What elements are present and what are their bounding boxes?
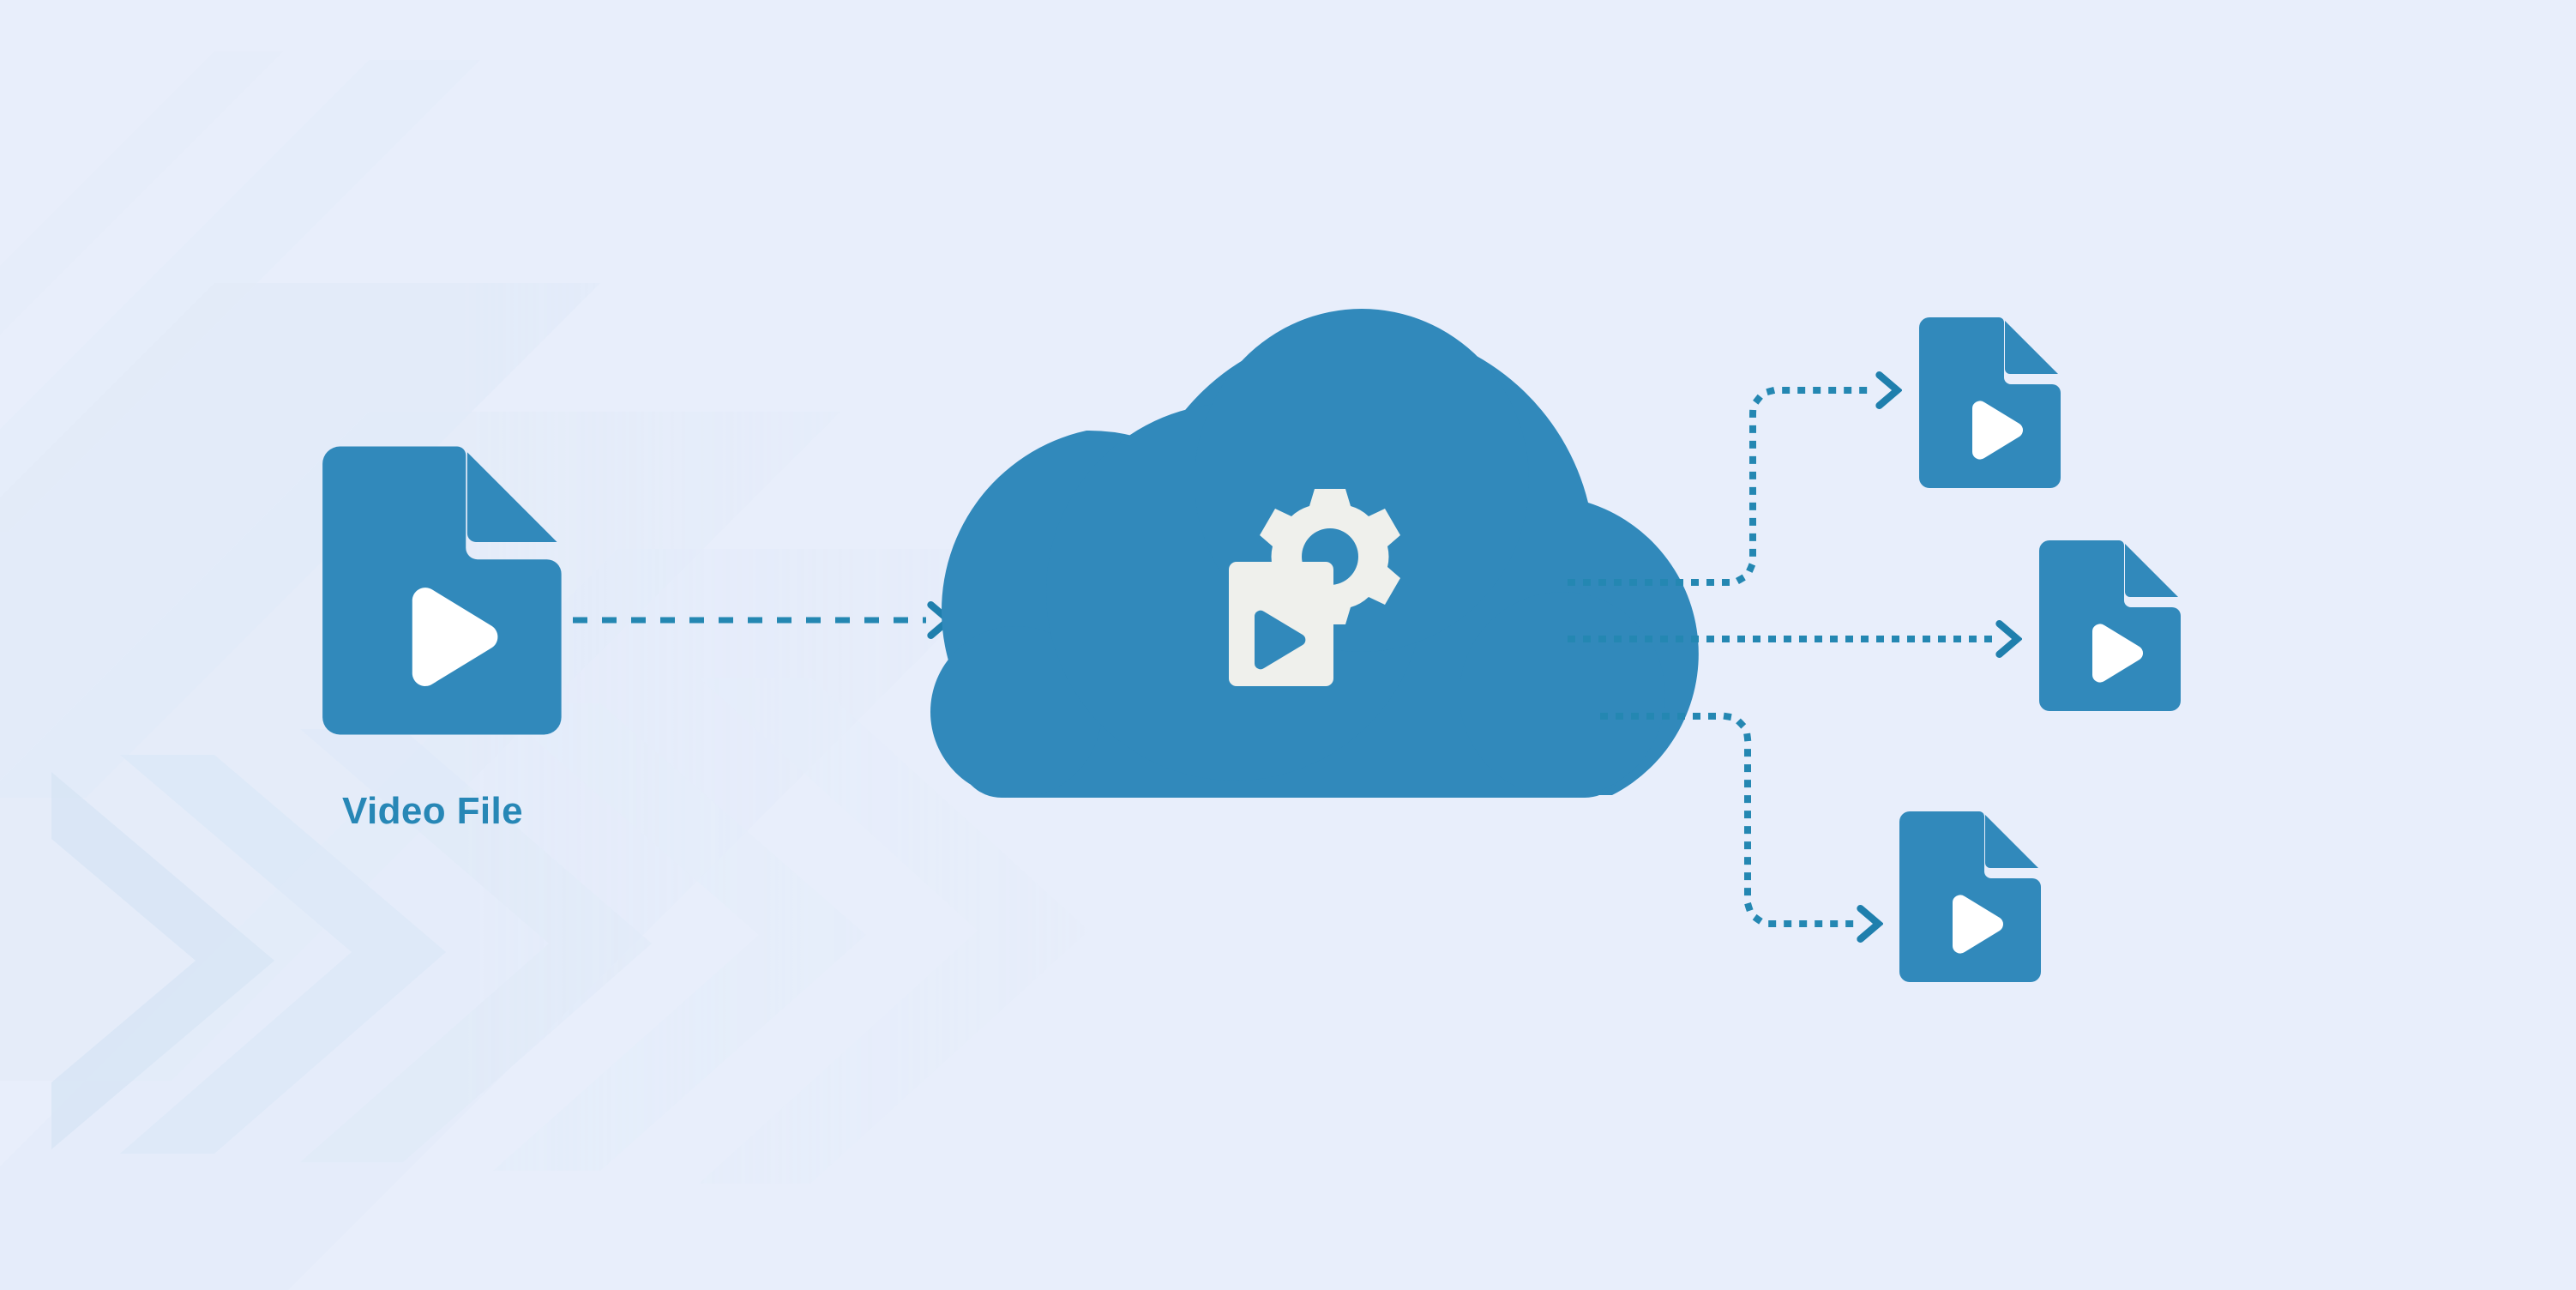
watermark-chevron-group xyxy=(0,51,1089,1290)
video-file-icon xyxy=(2039,540,2181,711)
node-output-video-file-top[interactable] xyxy=(1919,317,2061,488)
node-output-video-file-bottom[interactable] xyxy=(1899,811,2041,982)
node-cloud-processor[interactable] xyxy=(930,309,1699,798)
connector-cloud-to-output-middle xyxy=(1568,624,2018,654)
video-file-label: Video File xyxy=(342,790,524,832)
node-source-video-file[interactable] xyxy=(322,446,562,735)
node-output-video-file-middle[interactable] xyxy=(2039,540,2181,711)
cloud-lobe-left xyxy=(930,626,1102,798)
cloud-lobe-right xyxy=(1460,592,1665,798)
connector-input-to-cloud xyxy=(573,605,948,636)
video-file-icon xyxy=(1919,317,2061,488)
chevron-right-icon xyxy=(1880,375,1898,406)
play-triangle-icon xyxy=(1254,610,1306,670)
media-card-icon xyxy=(1229,562,1333,686)
chevron-right-icon xyxy=(2000,624,2018,654)
connector-cloud-to-output-top xyxy=(1568,375,1898,586)
chevron-right-icon xyxy=(1861,908,1879,939)
dotted-path xyxy=(1568,387,1880,586)
video-file-icon xyxy=(1899,811,2041,982)
video-file-icon xyxy=(322,446,562,735)
